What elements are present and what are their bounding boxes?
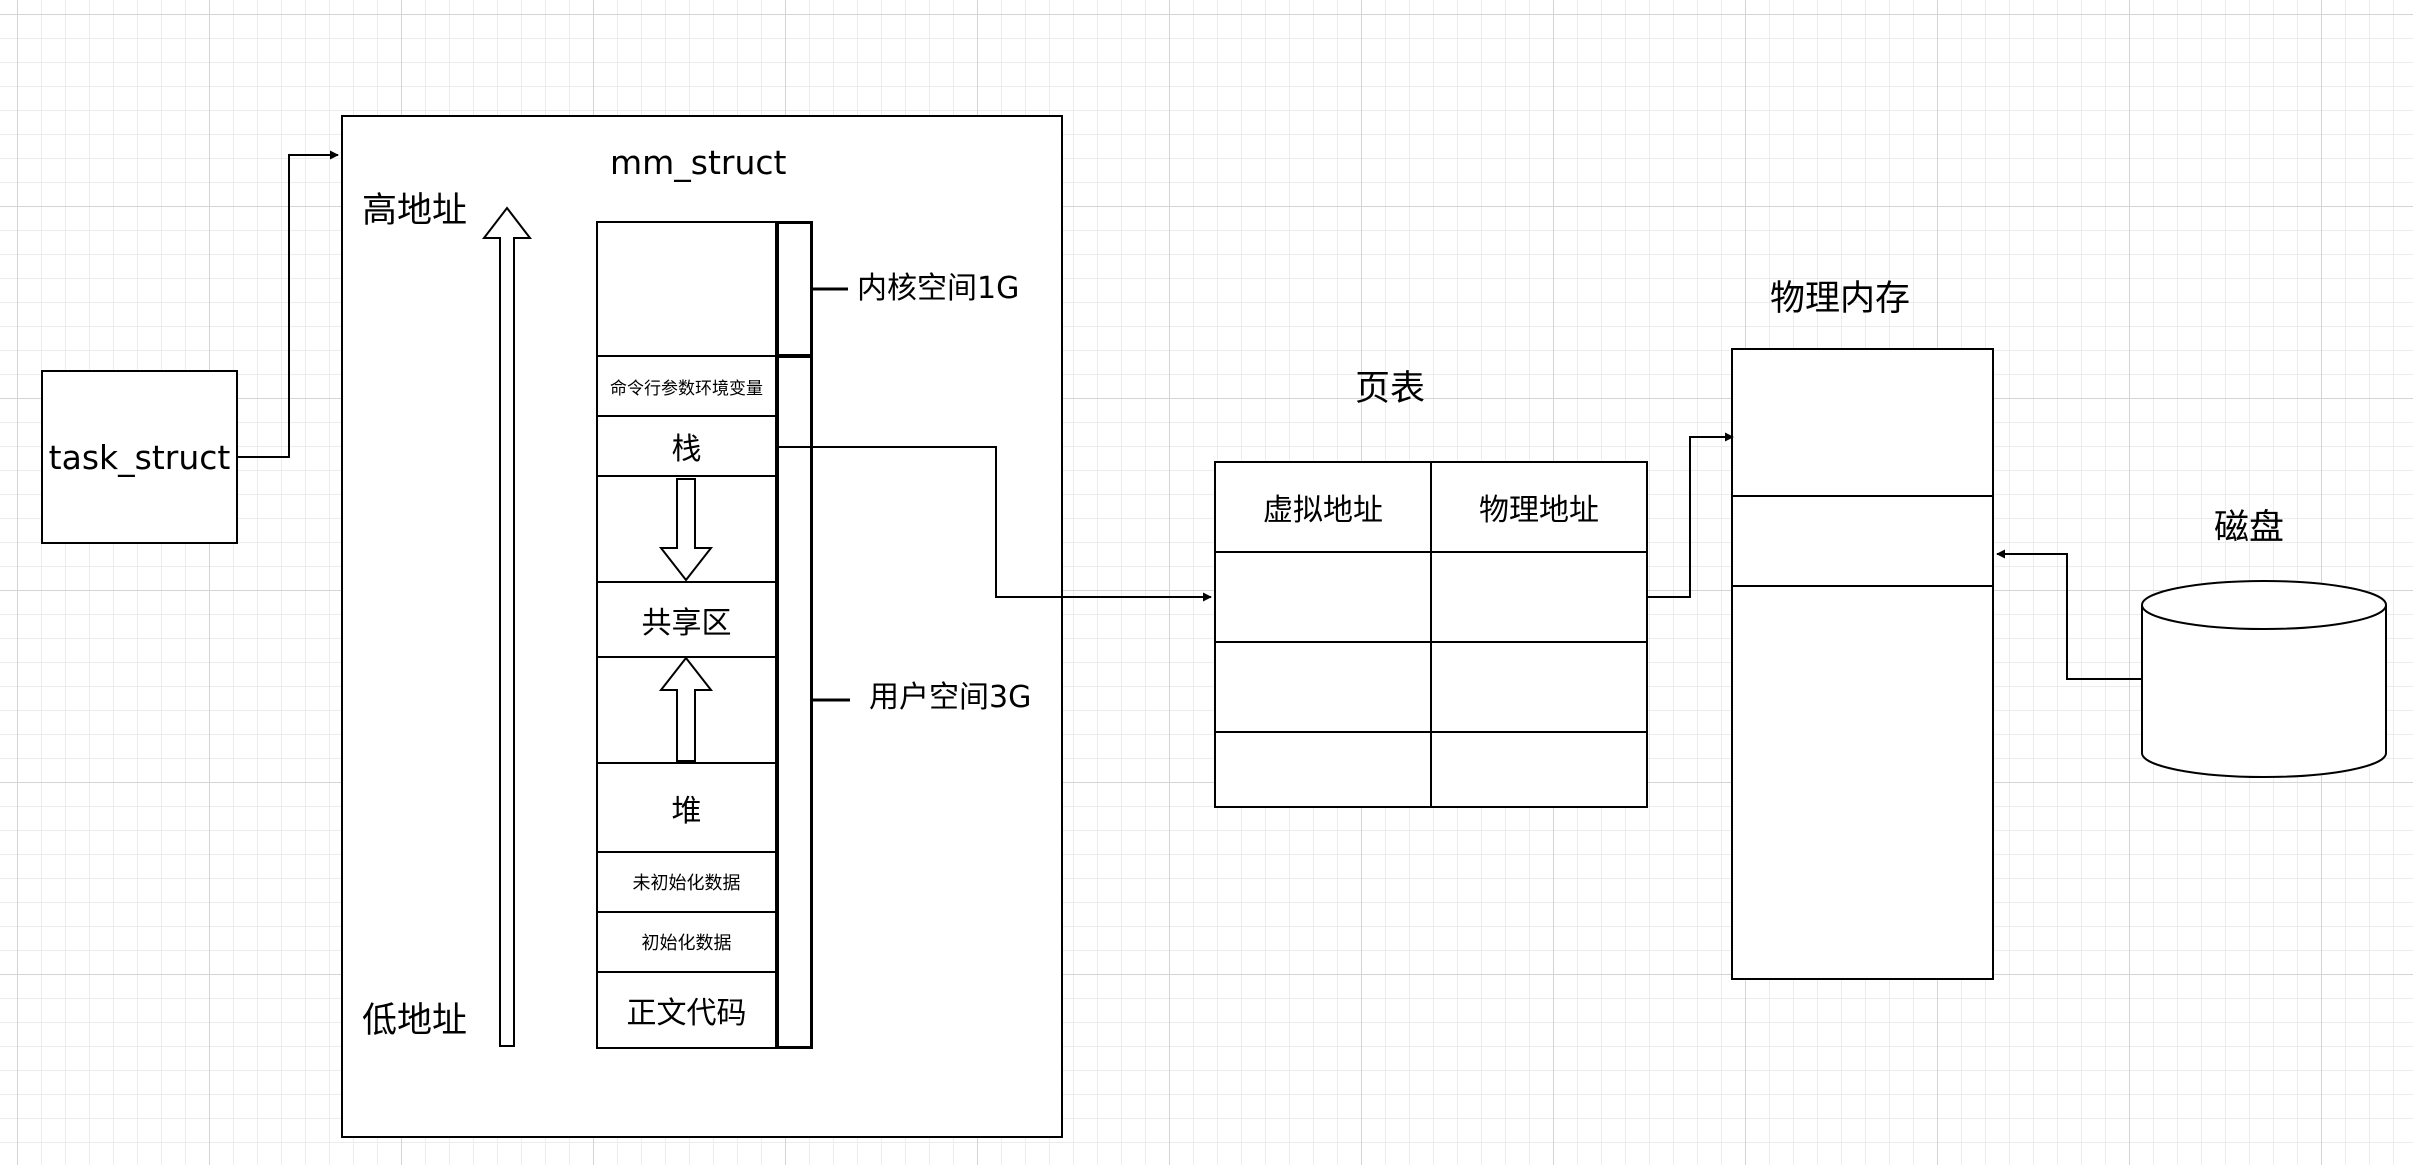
page-table-cell[interactable] xyxy=(1430,731,1648,808)
segment-heap[interactable]: 堆 xyxy=(596,762,777,853)
physical-memory-title: 物理内存 xyxy=(1770,279,1911,319)
segment-data-label: 初始化数据 xyxy=(641,933,732,954)
segment-data[interactable]: 初始化数据 xyxy=(596,911,777,973)
page-table-cell[interactable] xyxy=(1214,731,1432,808)
page-table-cell[interactable] xyxy=(1430,551,1648,643)
page-table-to-memory-arrow xyxy=(1648,432,1734,598)
high-address-label: 高地址 xyxy=(362,191,468,231)
mm-struct-title: mm_struct xyxy=(610,143,787,182)
address-growth-arrow xyxy=(481,206,533,1047)
disk-to-memory-arrow xyxy=(1996,549,2142,680)
page-table-header-physical-label: 物理地址 xyxy=(1479,493,1599,528)
segment-args-env-label: 命令行参数环境变量 xyxy=(610,378,763,399)
heap-growth-up-arrow xyxy=(658,656,714,762)
task-struct-label: task_struct xyxy=(48,437,231,477)
segment-text[interactable]: 正文代码 xyxy=(596,971,777,1049)
task-struct-box[interactable]: task_struct xyxy=(41,370,238,544)
segment-stack-label: 栈 xyxy=(671,432,702,467)
physical-memory-page[interactable] xyxy=(1731,495,1994,587)
page-table-header-virtual[interactable]: 虚拟地址 xyxy=(1214,461,1432,553)
page-table-header-physical[interactable]: 物理地址 xyxy=(1430,461,1648,553)
physical-memory-box[interactable] xyxy=(1731,348,1994,980)
page-table-title: 页表 xyxy=(1355,369,1426,409)
task-to-mm-arrow xyxy=(238,150,339,458)
page-table-cell[interactable] xyxy=(1430,641,1648,733)
segment-bss-label: 未初始化数据 xyxy=(632,873,741,894)
segment-stack[interactable]: 栈 xyxy=(596,415,777,477)
stack-growth-down-arrow xyxy=(658,478,714,582)
stack-to-page-table-arrow xyxy=(777,446,1212,602)
disk-title: 磁盘 xyxy=(2214,508,2285,548)
segment-text-label: 正文代码 xyxy=(626,996,747,1031)
user-space-bracket xyxy=(776,355,813,1049)
low-address-label: 低地址 xyxy=(362,1001,468,1041)
kernel-space-label: 内核空间1G xyxy=(857,271,1020,306)
segment-shared-label: 共享区 xyxy=(641,605,732,641)
user-space-label: 用户空间3G xyxy=(869,680,1032,715)
page-table-header-virtual-label: 虚拟地址 xyxy=(1263,493,1383,528)
disk-cylinder-icon xyxy=(2141,580,2387,778)
segment-heap-label: 堆 xyxy=(671,793,702,829)
segment-shared[interactable]: 共享区 xyxy=(596,581,777,658)
